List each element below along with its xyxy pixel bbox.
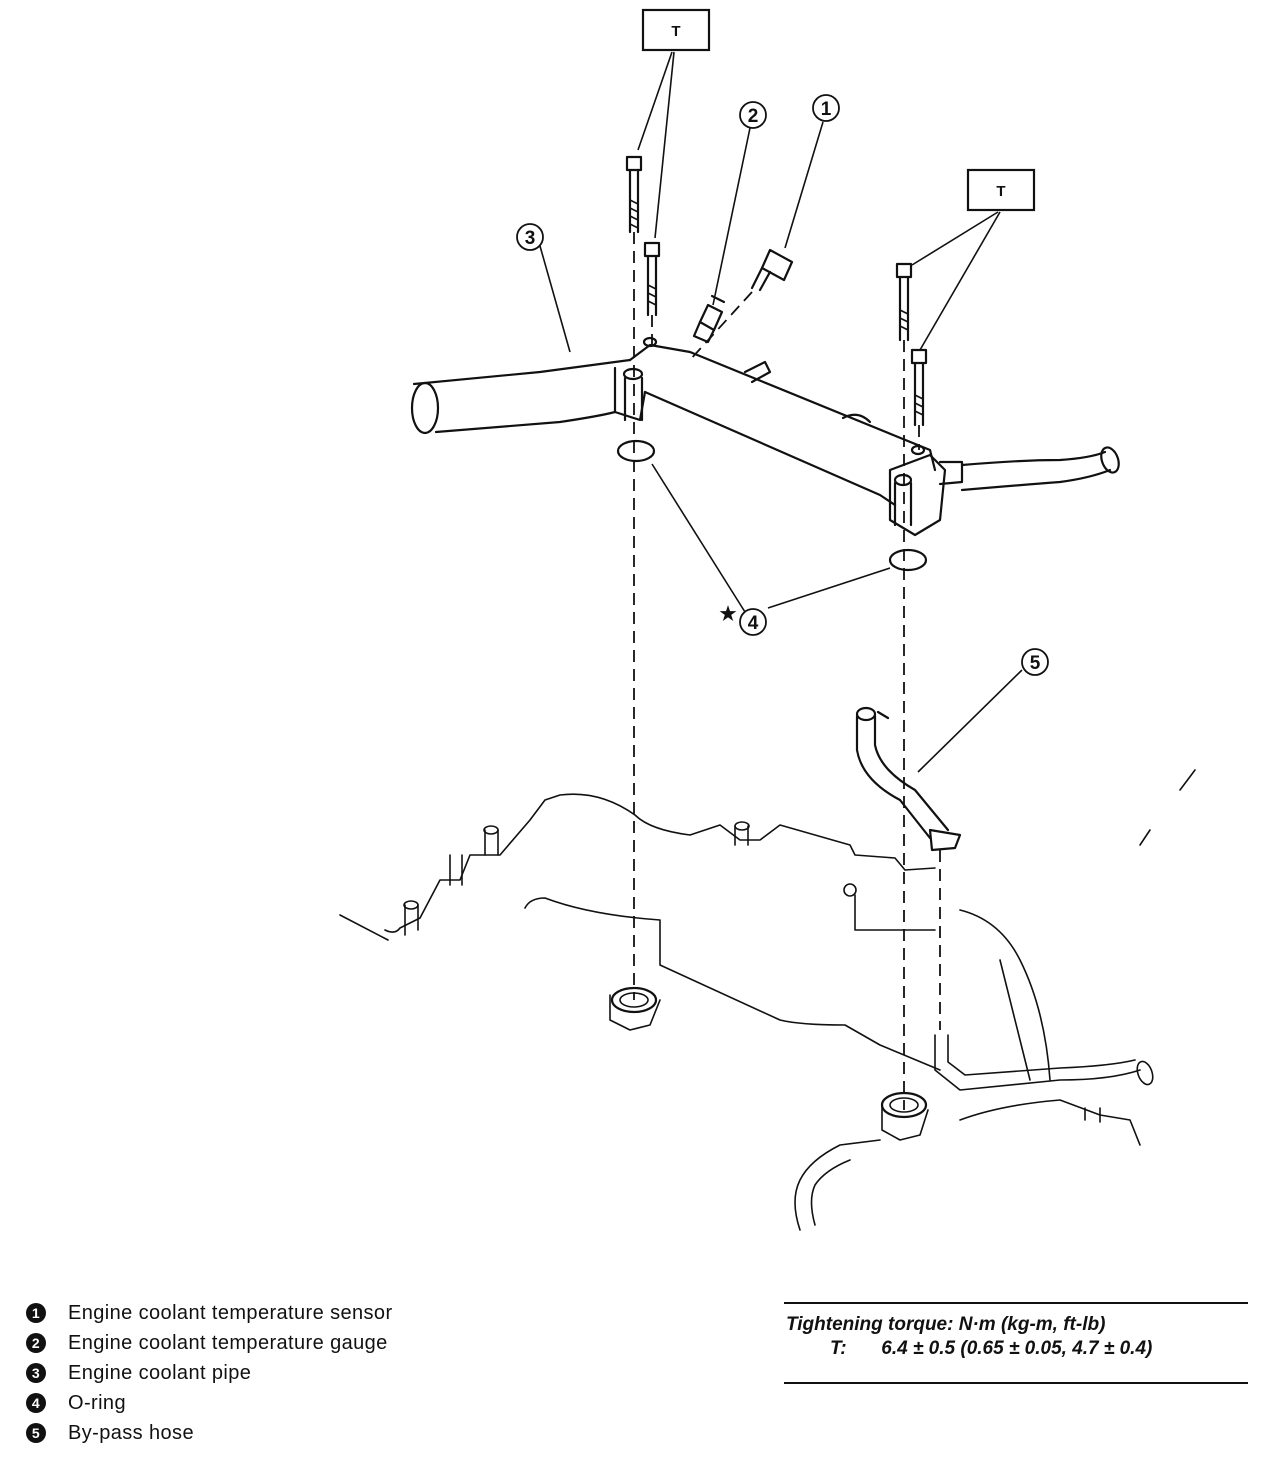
bolt (895, 262, 913, 342)
svg-text:T: T (996, 183, 1005, 200)
legend-item: 5 By-pass hose (26, 1418, 586, 1448)
callout-5: 5 (1021, 648, 1049, 676)
o-ring (888, 548, 928, 572)
svg-text:1: 1 (821, 99, 832, 120)
legend-item: 4 O-ring (26, 1388, 586, 1418)
coolant-temperature-gauge (692, 294, 726, 344)
legend-number: 4 (26, 1393, 46, 1413)
legend-item: 1 Engine coolant temperature sensor (26, 1298, 586, 1328)
bolt (625, 155, 643, 234)
legend-item: 2 Engine coolant temperature gauge (26, 1328, 586, 1358)
legend-label: O-ring (68, 1391, 126, 1414)
callout-4: ★ 4 (719, 604, 767, 636)
svg-text:3: 3 (525, 228, 536, 249)
legend-label: Engine coolant temperature sensor (68, 1301, 393, 1324)
legend-number: 1 (26, 1303, 46, 1323)
coolant-temperature-sensor (689, 248, 794, 361)
svg-text:4: 4 (748, 613, 759, 634)
torque-tag: T: (830, 1338, 847, 1359)
svg-text:★: ★ (719, 604, 736, 625)
torque-title: Tightening torque: N·m (kg-m, ft-lb) (786, 1314, 1106, 1335)
torque-spec-box: Tightening torque: N·m (kg-m, ft-lb) T: … (784, 1302, 1248, 1384)
engine-coolant-pipe (410, 336, 1120, 537)
legend-label: By-pass hose (68, 1421, 194, 1444)
by-pass-hose (855, 706, 962, 852)
callout-2: 2 (739, 101, 767, 129)
parts-legend: 1 Engine coolant temperature sensor 2 En… (26, 1298, 586, 1448)
o-ring (616, 439, 656, 463)
divider (784, 1382, 1248, 1384)
engine-block-outline (339, 769, 1196, 1231)
callout-3: 3 (516, 223, 544, 251)
legend-number: 3 (26, 1363, 46, 1383)
torque-row: T: 6.4 ± 0.5 (0.65 ± 0.05, 4.7 ± 0.4) (830, 1338, 1248, 1360)
svg-text:T: T (671, 23, 680, 40)
exploded-view-diagram: T T (339, 8, 1196, 1231)
callout-1: 1 (812, 94, 840, 122)
legend-item: 3 Engine coolant pipe (26, 1358, 586, 1388)
torque-value: 6.4 ± 0.5 (0.65 ± 0.05, 4.7 ± 0.4) (881, 1338, 1153, 1359)
svg-text:2: 2 (748, 106, 759, 127)
legend-label: Engine coolant temperature gauge (68, 1331, 388, 1354)
torque-tag-right: T (966, 168, 1036, 212)
bolt (643, 241, 661, 317)
svg-text:5: 5 (1030, 653, 1041, 674)
legend-number: 5 (26, 1423, 46, 1443)
bolt (910, 348, 928, 427)
legend-number: 2 (26, 1333, 46, 1353)
divider (784, 1302, 1248, 1304)
torque-tag-left: T (641, 8, 711, 52)
legend-label: Engine coolant pipe (68, 1361, 252, 1384)
